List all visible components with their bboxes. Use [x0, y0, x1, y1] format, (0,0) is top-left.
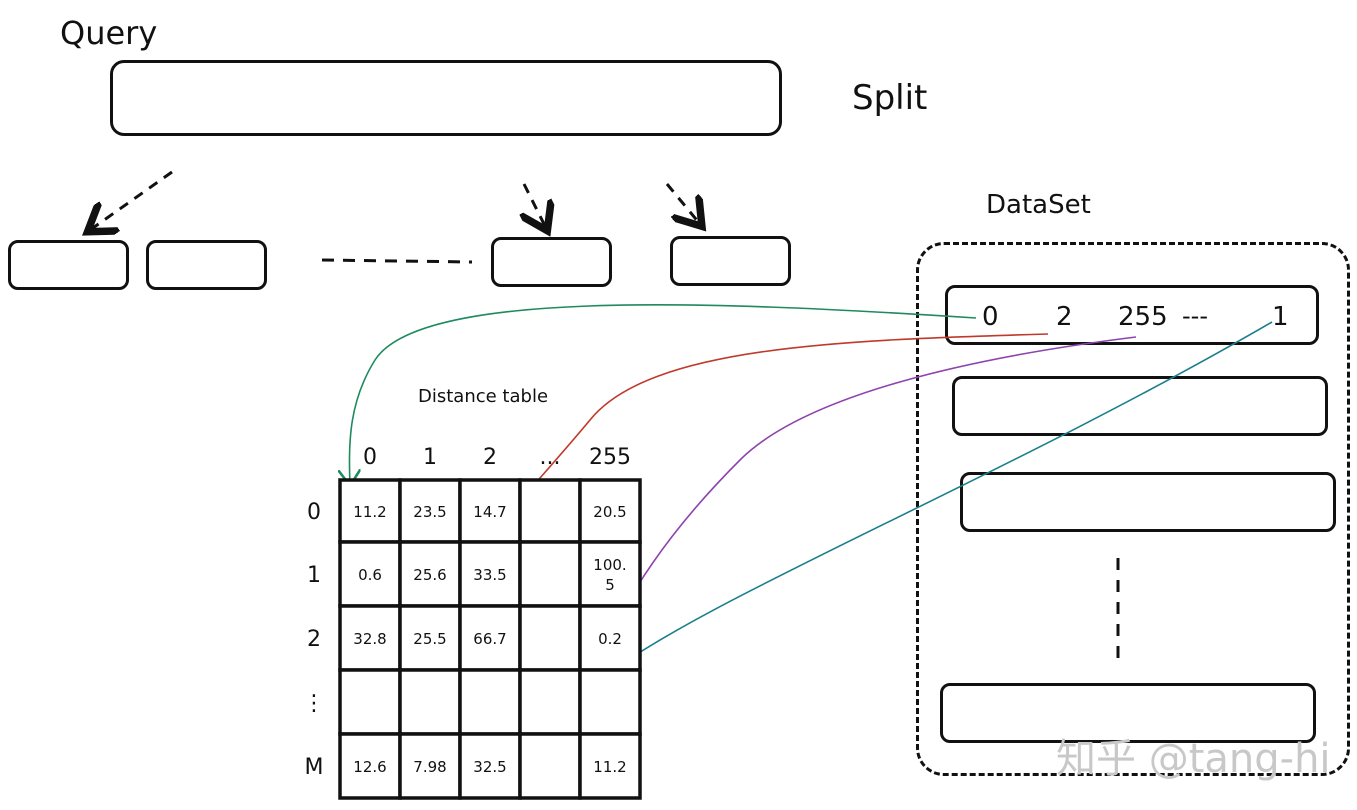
dataset-row-last — [940, 683, 1316, 743]
query-label: Query — [60, 14, 158, 52]
column-header-4: 255 — [589, 445, 631, 470]
cell-value-r2-c1: 25.5 — [413, 630, 446, 648]
table-cell — [458, 478, 522, 544]
table-cell — [518, 540, 582, 608]
dataset-row-3 — [960, 472, 1336, 532]
cell-value-r1-c1: 25.6 — [413, 566, 446, 584]
row-header-1: 1 — [307, 563, 321, 588]
cell-value-r2-c2: 66.7 — [473, 630, 506, 648]
row-header-2: 2 — [307, 627, 321, 652]
table-cell — [338, 478, 402, 544]
cell-value-r0-c4: 20.5 — [593, 503, 626, 521]
row-header-4: M — [305, 755, 324, 780]
table-cell — [578, 540, 642, 608]
row-header-3: ⋮ — [303, 691, 325, 716]
subvector-box-1 — [8, 240, 129, 290]
cell-value-r2-c0: 32.8 — [353, 630, 386, 648]
cell-value-r0-c0: 11.2 — [353, 503, 386, 521]
cell-value-r2-c4: 0.2 — [598, 630, 622, 648]
table-cell — [398, 478, 462, 544]
cell-value-r4-c0: 12.6 — [353, 758, 386, 776]
connector-green — [349, 304, 977, 484]
subvector-ellipsis — [321, 258, 473, 264]
cell-value-r1-c4: 100. — [593, 556, 626, 574]
cell-value-r1-c0: 0.6 — [358, 566, 382, 584]
subvector-box-3 — [491, 237, 612, 287]
table-cell — [518, 604, 582, 672]
table-cell — [578, 668, 642, 736]
table-cell — [578, 604, 642, 672]
split-arrow-1 — [90, 170, 173, 230]
table-cell — [398, 540, 462, 608]
cell-value-r0-c2: 14.7 — [473, 503, 506, 521]
table-cell — [338, 604, 402, 672]
cell-value-r1-c4: 5 — [605, 576, 615, 594]
cell-value-r4-c1: 7.98 — [413, 758, 446, 776]
dataset-container — [916, 242, 1350, 776]
column-header-3: ... — [540, 445, 561, 470]
dataset-label: DataSet — [986, 190, 1091, 220]
table-cell — [398, 604, 462, 672]
split-arrow-2 — [524, 183, 546, 228]
table-cell — [578, 732, 642, 800]
split-arrow-3 — [665, 183, 700, 224]
table-cell — [518, 668, 582, 736]
table-cell — [518, 732, 582, 800]
table-cell — [458, 732, 522, 800]
distance-table: 0 1 2... 255 0 1 2 ⋮ M 11.2 23.5 14.7 20.5 0.6 25.6 33.… — [303, 445, 642, 800]
column-header-1: 1 — [423, 445, 437, 470]
cell-value-r1-c2: 33.5 — [473, 566, 506, 584]
watermark: 知乎 @tang-hi — [1056, 736, 1331, 782]
dataset-row-2 — [952, 376, 1328, 436]
column-header-2: 2 — [483, 445, 497, 470]
table-cell — [338, 668, 402, 736]
connector-purple — [615, 336, 1137, 624]
table-cell — [578, 478, 642, 544]
code-ellipsis: --- — [1182, 302, 1208, 330]
code-0: 0 — [982, 302, 999, 332]
distance-table-label: Distance table — [418, 386, 549, 407]
table-cell — [458, 604, 522, 672]
table-cell — [398, 668, 462, 736]
table-cell — [458, 668, 522, 736]
table-cell — [518, 478, 582, 544]
cell-value-r4-c4: 11.2 — [593, 758, 626, 776]
cell-value-r0-c1: 23.5 — [413, 503, 446, 521]
split-label: Split — [852, 78, 928, 118]
code-1: 1 — [1272, 302, 1289, 332]
row-header-0: 0 — [307, 500, 321, 525]
column-header-0: 0 — [363, 445, 377, 470]
table-cell — [398, 732, 462, 800]
subvector-box-2 — [146, 240, 267, 290]
subvector-box-4 — [670, 236, 791, 286]
code-255: 255 — [1118, 302, 1168, 332]
query-vector-box — [110, 60, 782, 136]
cell-value-r4-c2: 32.5 — [473, 758, 506, 776]
code-2: 2 — [1056, 302, 1073, 332]
